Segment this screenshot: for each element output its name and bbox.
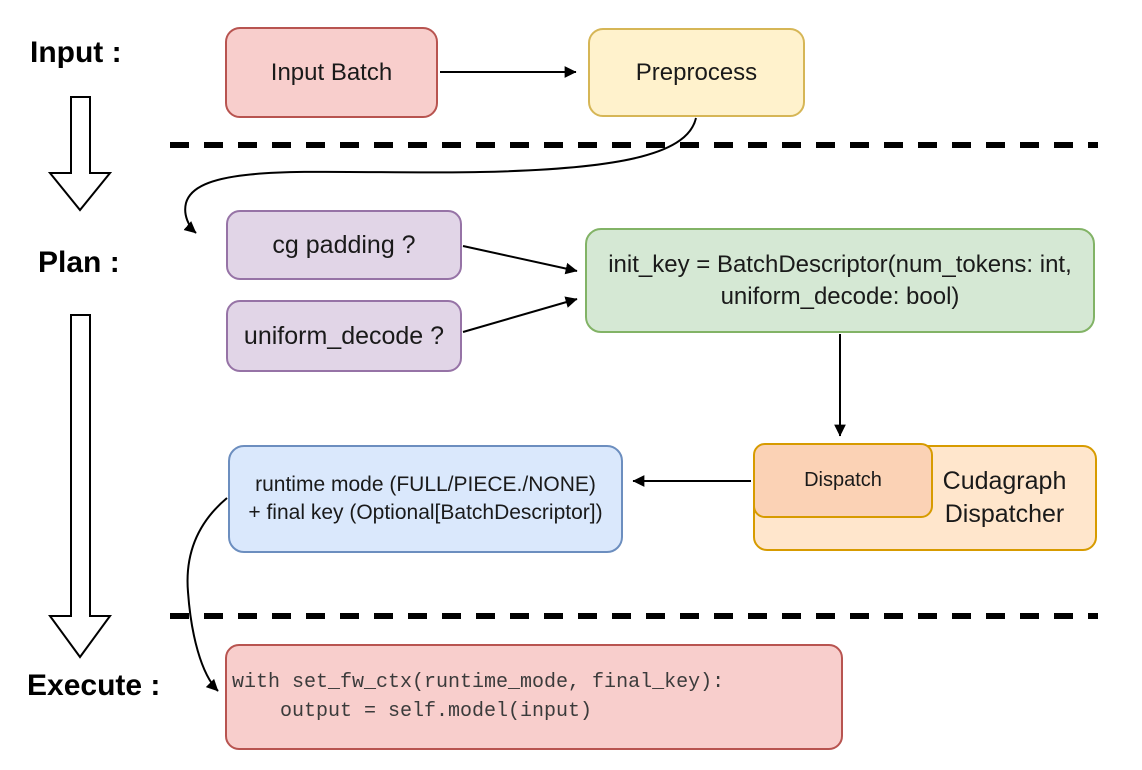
- runtime-mode-line2: + final key (Optional[BatchDescriptor]): [248, 501, 603, 524]
- cg-padding-label: cg padding ?: [272, 230, 416, 259]
- init-key-line2: uniform_decode: bool): [720, 282, 960, 310]
- stage-label-input: Input :: [30, 36, 122, 69]
- stage-label-execute: Execute :: [27, 669, 161, 702]
- stage-label-plan: Plan :: [38, 246, 120, 279]
- uniform-decode-label: uniform_decode ?: [243, 321, 445, 350]
- cg-padding-node: cg padding ?: [226, 210, 462, 280]
- execute-code-line2: output = self.model(input): [232, 700, 593, 723]
- dispatch-label: Dispatch: [804, 469, 882, 492]
- execute-code-line1: with set_fw_ctx(runtime_mode, final_key)…: [232, 671, 725, 694]
- input-batch-label: Input Batch: [270, 58, 393, 86]
- dispatch-node: Dispatch: [753, 443, 933, 518]
- input-batch-node: Input Batch: [225, 27, 438, 118]
- runtime-mode-line1: runtime mode (FULL/PIECE./NONE): [255, 473, 596, 497]
- cudagraph-dispatcher-line1: Cudagraph: [942, 467, 1067, 495]
- init-key-line1: init_key = BatchDescriptor(num_tokens: i…: [608, 250, 1072, 278]
- init-key-node: init_key = BatchDescriptor(num_tokens: i…: [585, 228, 1095, 333]
- runtime-mode-node: runtime mode (FULL/PIECE./NONE) + final …: [228, 445, 623, 553]
- cudagraph-dispatcher-line2: Dispatcher: [944, 500, 1065, 528]
- execute-code-node: with set_fw_ctx(runtime_mode, final_key)…: [225, 644, 843, 750]
- preprocess-label: Preprocess: [635, 58, 758, 86]
- uniform-decode-node: uniform_decode ?: [226, 300, 462, 372]
- preprocess-node: Preprocess: [588, 28, 805, 117]
- cudagraph-dispatcher-label: Cudagraph Dispatcher: [922, 465, 1087, 531]
